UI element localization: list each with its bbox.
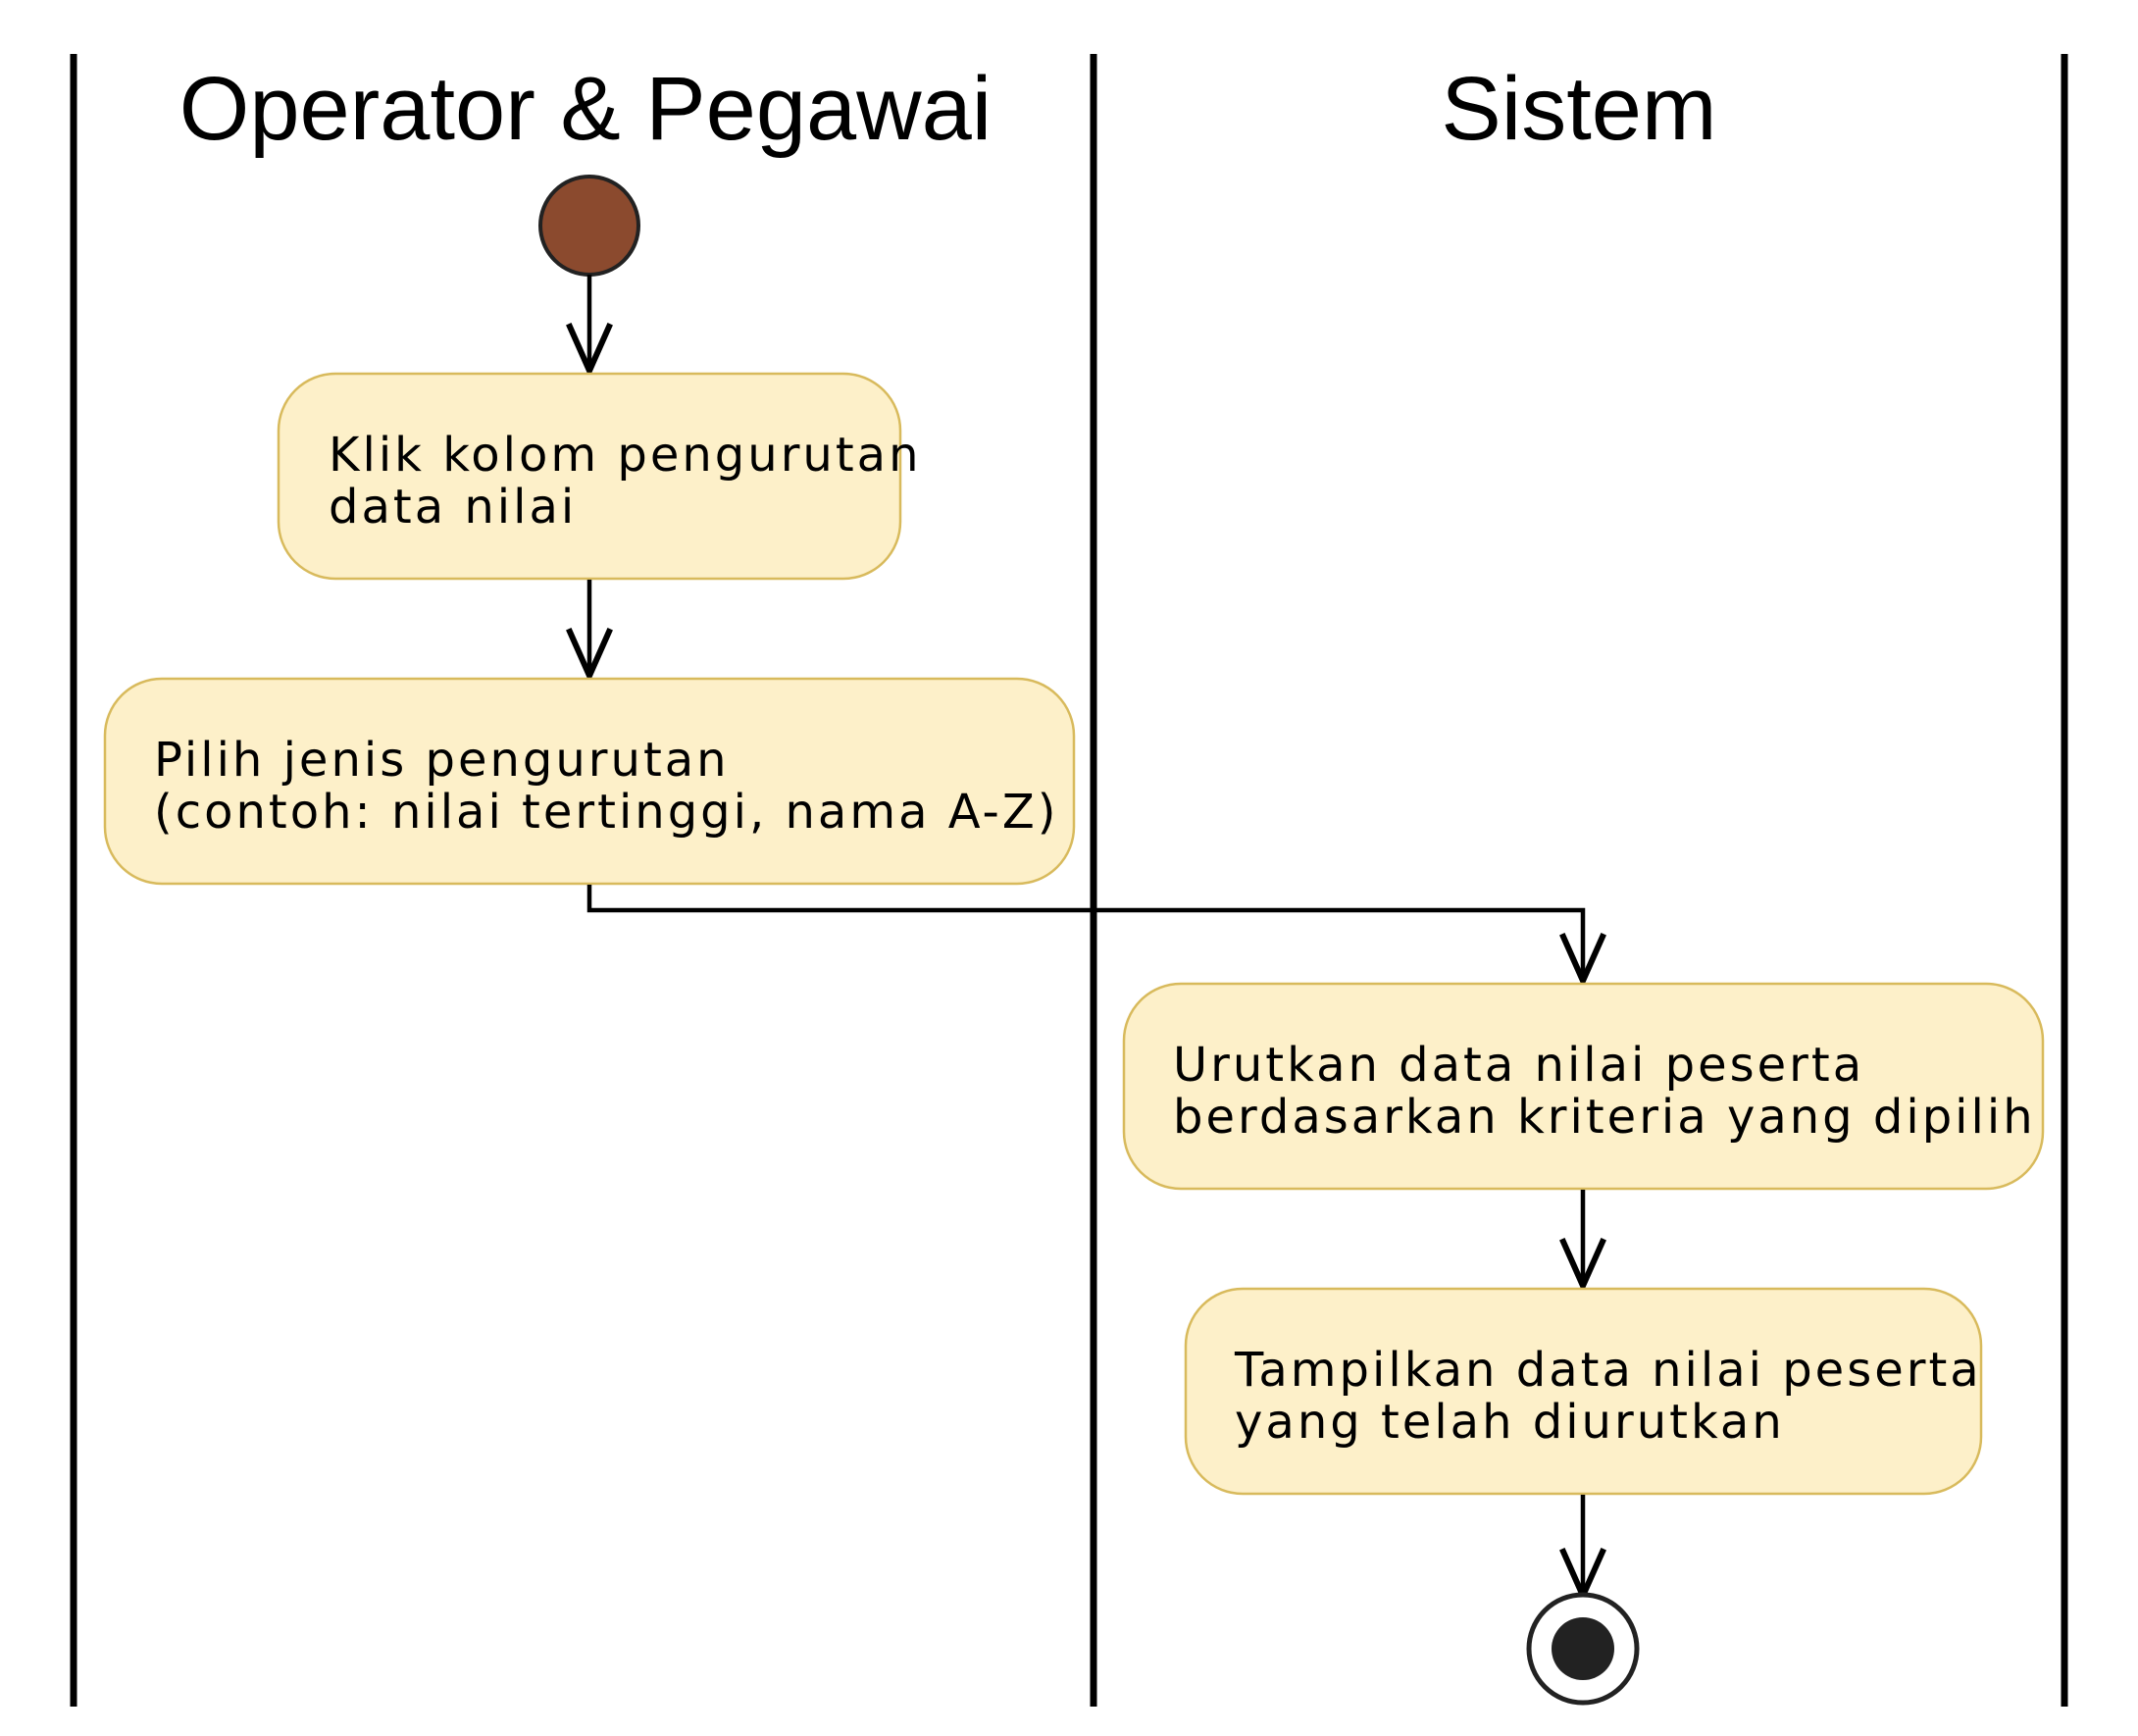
flow-action-2-to-action-3 [586,885,1586,981]
arrow-head-action-4 [1559,1238,1606,1294]
action-choose-sort-type [103,677,1076,886]
arrow-head-action-3 [1559,933,1606,989]
action-show-sorted-scores-line-1: Tampilkan data nilai peserta [1234,1343,1982,1398]
action-sort-scores [1122,982,2045,1191]
arrow-head-action-2 [566,628,613,684]
end-node [1526,1592,1640,1706]
action-choose-sort-type-label: Pilih jenis pengurutan (contoh: nilai te… [154,733,1058,840]
swimlane-title-sistem: Sistem [1441,59,1716,159]
action-show-sorted-scores-label: Tampilkan data nilai peserta yang telah … [1234,1343,2000,1450]
end-node-core [1552,1617,1614,1680]
action-show-sorted-scores [1184,1287,1983,1496]
action-sort-scores-line-1: Urutkan data nilai peserta [1173,1038,1864,1093]
action-click-sort-column-line-2: data nilai [329,480,577,535]
action-choose-sort-type-line-1: Pilih jenis pengurutan [154,733,730,788]
arrow-head-action-1 [566,323,613,379]
action-sort-scores-label: Urutkan data nilai peserta berdasarkan k… [1173,1038,2036,1145]
swimlane-title-operator: Operator & Pegawai [179,59,992,159]
action-click-sort-column-line-1: Klik kolom pengurutan [329,428,922,483]
start-node [538,175,640,277]
action-click-sort-column-label: Klik kolom pengurutan data nilai [329,428,940,535]
action-choose-sort-type-line-2: (contoh: nilai tertinggi, nama A-Z) [154,785,1058,840]
action-click-sort-column [277,372,902,581]
action-sort-scores-line-2: berdasarkan kriteria yang dipilih [1173,1090,2036,1145]
action-show-sorted-scores-line-2: yang telah diurutkan [1235,1395,1785,1450]
